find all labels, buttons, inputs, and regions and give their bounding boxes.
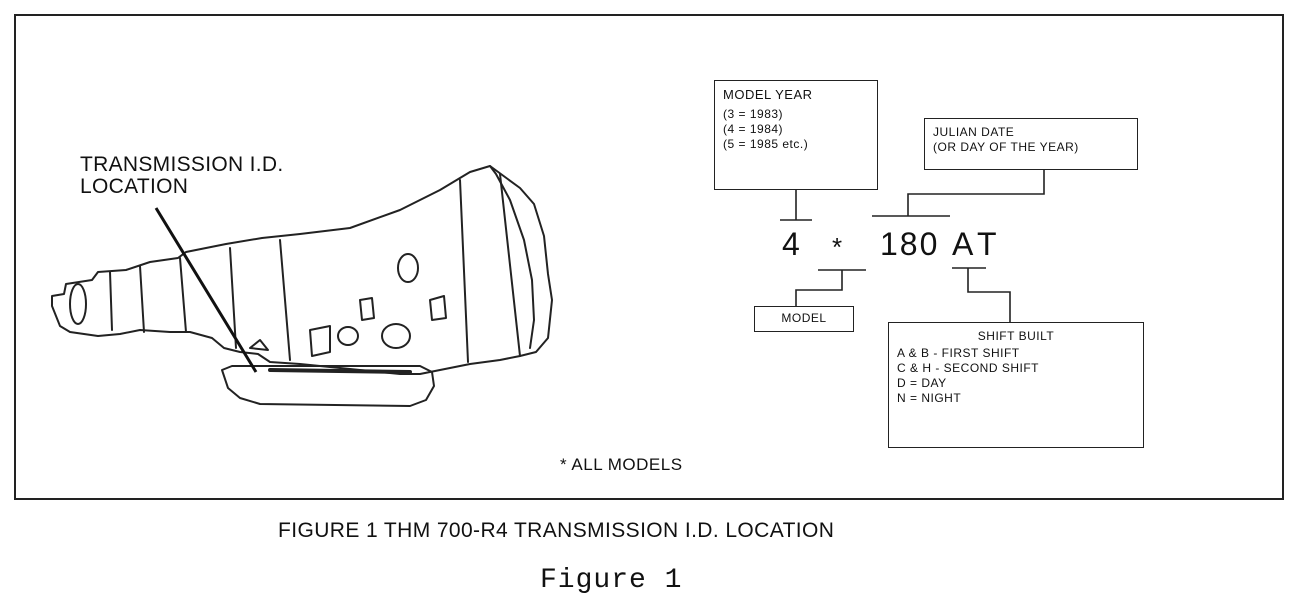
transmission-id-title-line-1: TRANSMISSION I.D.	[80, 153, 284, 176]
julian-date-line-2: (OR DAY OF THE YEAR)	[933, 140, 1079, 154]
julian-date-box: JULIAN DATE (OR DAY OF THE YEAR)	[924, 118, 1138, 170]
code-model-year-digit: 4	[782, 226, 802, 262]
shift-built-line-1: A & B - FIRST SHIFT	[897, 346, 1020, 360]
code-julian-date: 180	[880, 226, 940, 262]
transmission-id-title: TRANSMISSION I.D. LOCATION	[80, 153, 284, 199]
code-model-star: *	[832, 232, 845, 262]
model-year-box: MODEL YEAR (3 = 1983) (4 = 1984) (5 = 19…	[714, 80, 878, 190]
model-box: MODEL	[754, 306, 854, 332]
shift-built-line-3: D = DAY	[897, 376, 947, 390]
transmission-id-title-line-2: LOCATION	[80, 175, 189, 199]
figure-frame	[14, 14, 1284, 500]
model-year-line-3: (5 = 1985 etc.)	[723, 137, 809, 152]
figure-caption: FIGURE 1 THM 700-R4 TRANSMISSION I.D. LO…	[278, 519, 835, 542]
model-label: MODEL	[781, 311, 827, 325]
shift-built-line-2: C & H - SECOND SHIFT	[897, 361, 1040, 375]
shift-built-line-4: N = NIGHT	[897, 391, 962, 405]
code-shift-letters: AT	[952, 226, 1003, 262]
model-year-heading: MODEL YEAR	[723, 87, 813, 102]
julian-date-line-1: JULIAN DATE	[933, 125, 1015, 139]
model-year-line-1: (3 = 1983)	[723, 107, 784, 122]
all-models-footnote: * ALL MODELS	[560, 455, 683, 474]
figure-label: Figure 1	[540, 565, 683, 596]
shift-built-heading: SHIFT BUILT	[977, 329, 1055, 343]
shift-built-box: SHIFT BUILT A & B - FIRST SHIFT C & H - …	[888, 322, 1144, 448]
model-year-line-2: (4 = 1984)	[723, 122, 784, 137]
